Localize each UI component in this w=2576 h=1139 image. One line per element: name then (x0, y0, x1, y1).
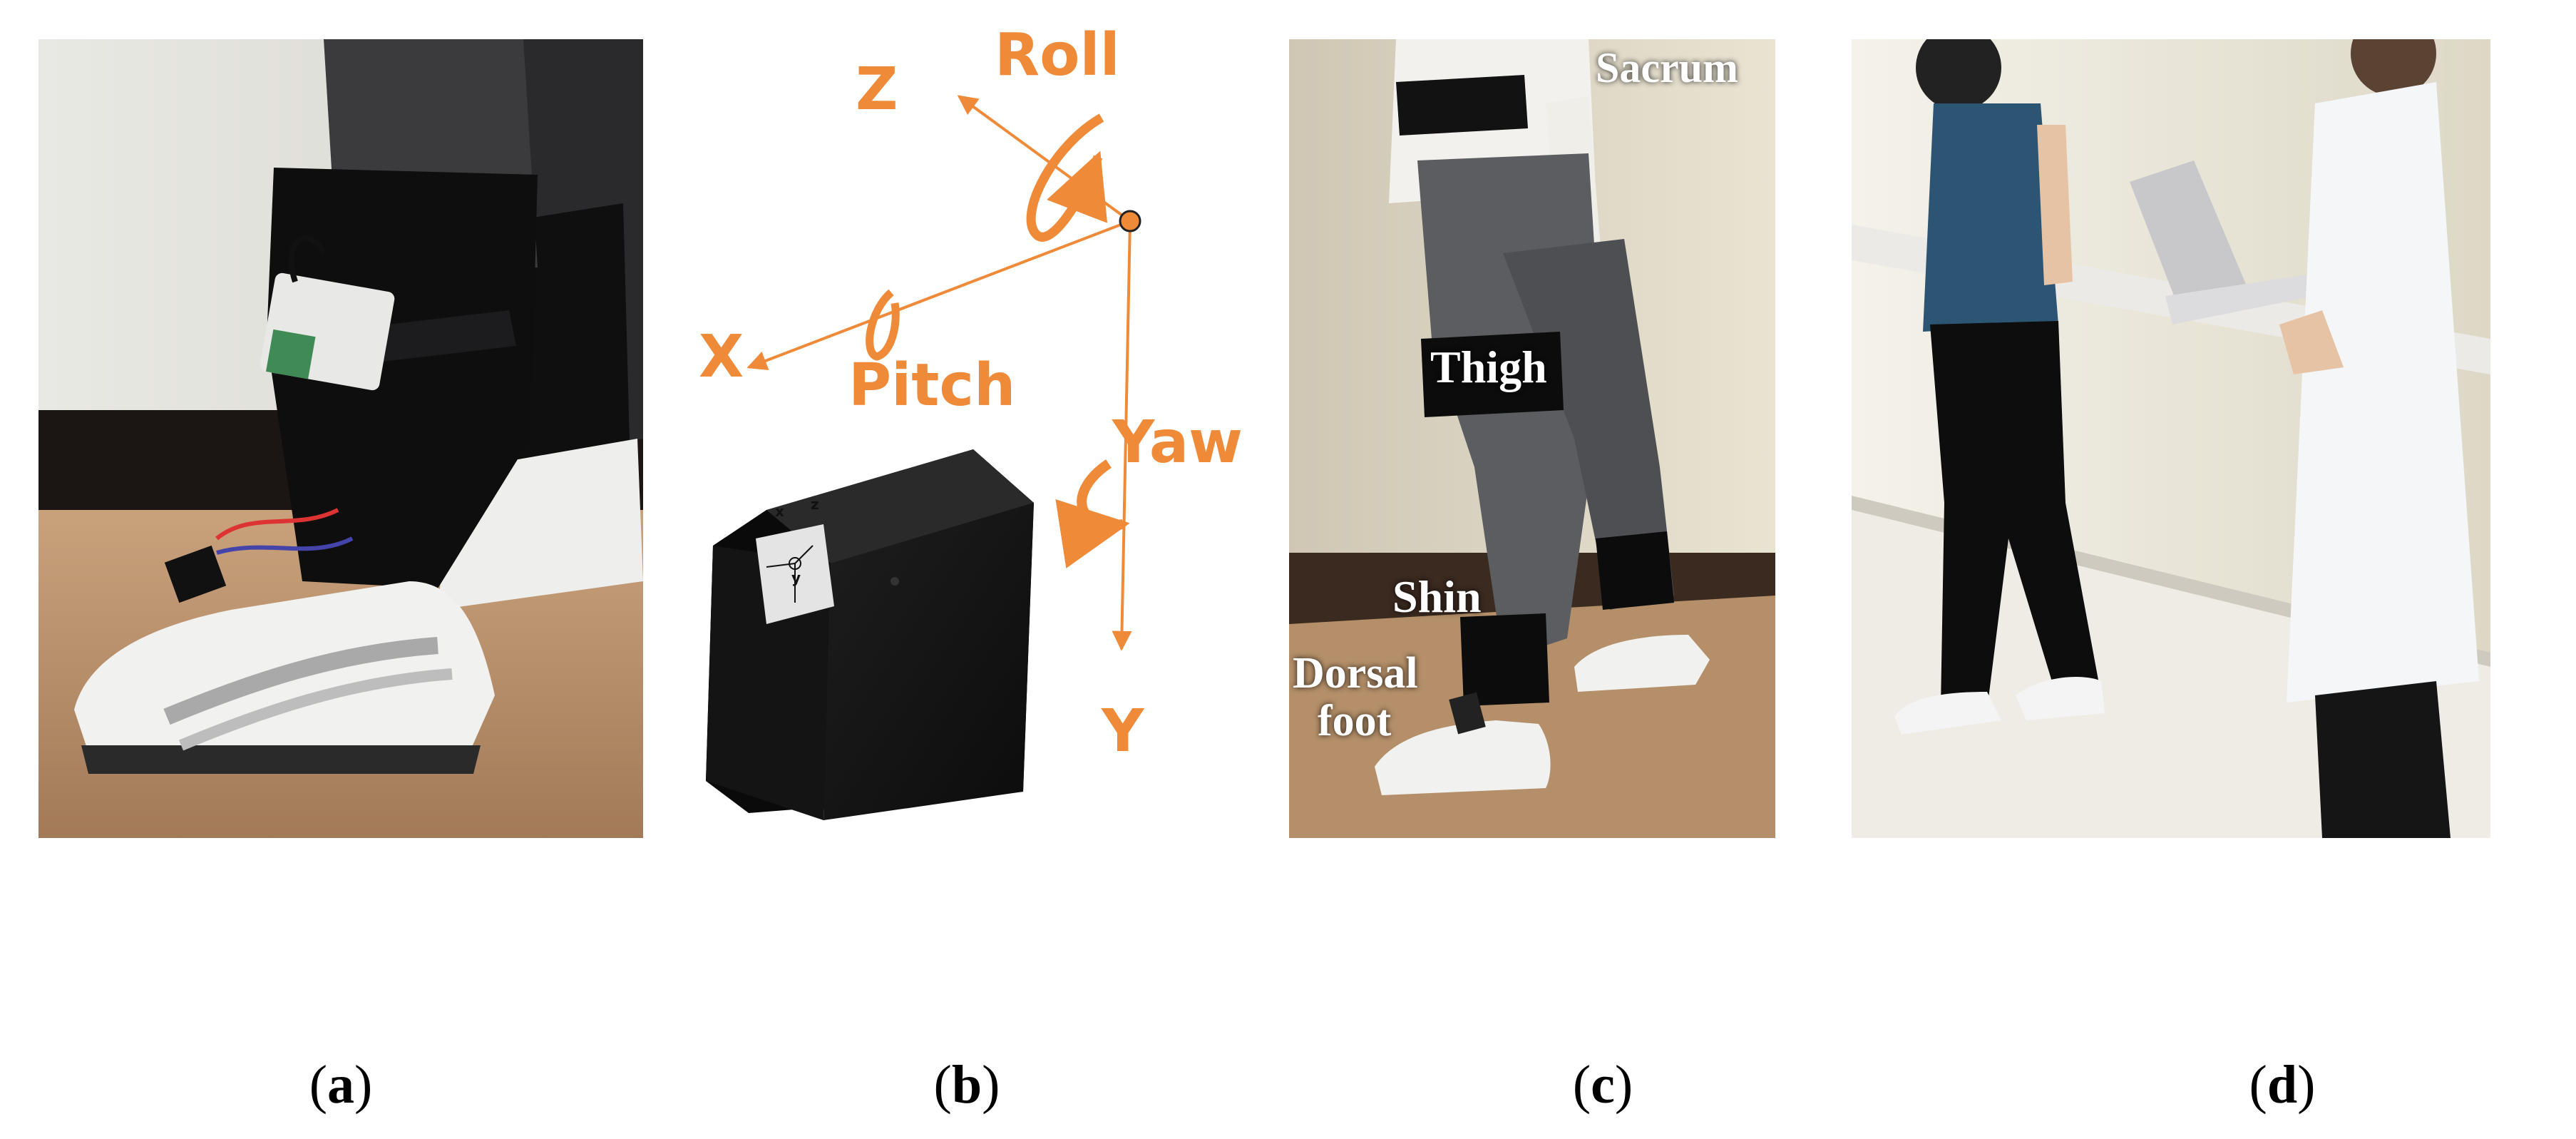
caption-d: (d) (2249, 1055, 2316, 1115)
photo-ankle-sensor (39, 39, 643, 838)
sacrum-label: Sacrum (1596, 44, 1738, 91)
foot-label: foot (1318, 697, 1392, 745)
sensor-locations-illustration (1289, 39, 1775, 838)
sensor-face-x: x (775, 503, 784, 520)
sensor-axes-illustration (706, 95, 1141, 820)
roll-label: Roll (995, 21, 1120, 89)
caption-a: (a) (309, 1055, 373, 1115)
axis-z-label: Z (856, 56, 898, 123)
caption-c: (c) (1572, 1055, 1633, 1115)
caption-b: (b) (933, 1055, 1000, 1115)
yaw-label: Yaw (1112, 409, 1243, 476)
axis-y-label: Y (1102, 698, 1144, 765)
sensor-face-y: y (791, 569, 801, 586)
photo-sensor-locations: Sacrum Thigh Shin Dorsal foot (1289, 39, 1775, 838)
ankle-sensor-illustration (39, 39, 643, 838)
dorsal-label: Dorsal (1293, 649, 1418, 698)
shin-label: Shin (1392, 571, 1482, 622)
photo-walking-test (1852, 39, 2490, 838)
sensor-face-z: z (811, 496, 819, 513)
walking-test-illustration (1852, 39, 2490, 838)
diagram-sensor-axes: Z Roll X Pitch Yaw Y x z y (681, 26, 1244, 838)
thigh-label: Thigh (1430, 342, 1547, 392)
pitch-label: Pitch (848, 352, 1016, 419)
axis-x-label: X (699, 323, 744, 391)
